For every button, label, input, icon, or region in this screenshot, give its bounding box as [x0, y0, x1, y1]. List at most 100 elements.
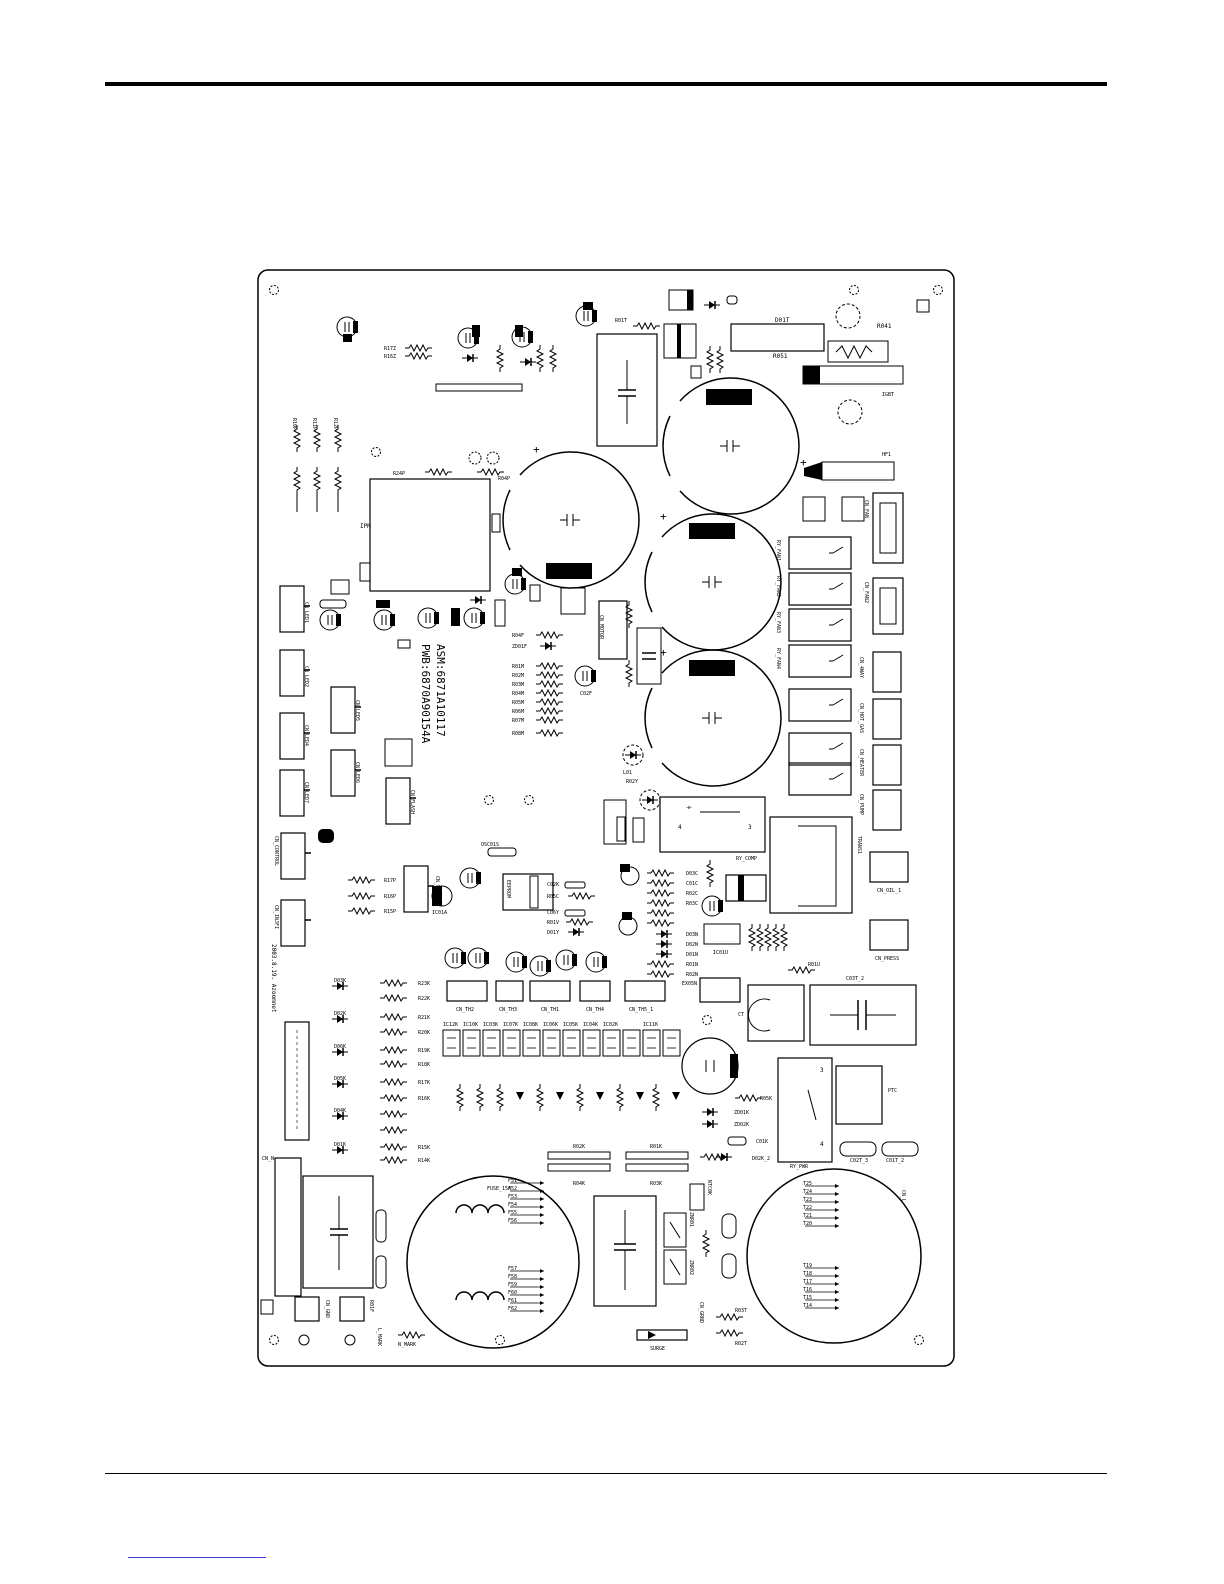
thermistor-connectors: [446, 980, 666, 1002]
label-osc01s: OSC01S: [481, 842, 499, 848]
label-cn-th4: CN_TH4: [586, 1007, 604, 1013]
label-trans1: TRANS1: [856, 836, 862, 854]
tap-label: F53: [508, 1194, 517, 1200]
label-led06: L01: [623, 770, 632, 776]
label-ptc: PTC: [888, 1088, 897, 1094]
label-igbt: R051: [773, 353, 788, 360]
label-r02k: R02K: [573, 1144, 585, 1150]
label-zd01k: ZD01K: [734, 1110, 749, 1116]
label-r11p: R11P: [311, 418, 317, 430]
tap-label: F60: [508, 1290, 517, 1296]
label-fuse: CN_N: [262, 1156, 274, 1162]
tap-arrow: [835, 1266, 839, 1270]
label-r01n: R01N: [686, 962, 698, 968]
label-r01t: R01T: [615, 318, 627, 324]
tap-arrow: [540, 1269, 544, 1273]
label-c02k: C02K: [547, 882, 559, 888]
date-label: 2003.8.19. Azoomnet: [270, 944, 277, 1013]
label-zd02k: ZD02K: [734, 1122, 749, 1128]
label-rfo1t: CN_L: [900, 1190, 906, 1202]
tap-arrow: [540, 1285, 544, 1289]
label-ntc0k: NTC0K: [706, 1180, 712, 1195]
tap-arrow: [540, 1309, 544, 1313]
label-ic05k: IC05K: [563, 1022, 578, 1028]
label-r17k: R17K: [418, 1080, 430, 1086]
tap-label: F52: [508, 1186, 517, 1192]
svg-text:3: 3: [748, 824, 752, 831]
tap-label: F54: [508, 1202, 517, 1208]
label-cn-oil1: CN_OIL_1: [877, 888, 901, 894]
label-cn-grnd: CN_GRND: [698, 1302, 704, 1323]
label-ic06k: IC06K: [543, 1022, 558, 1028]
svg-text:4: 4: [820, 1141, 824, 1148]
label-zd01f: ZD01F: [512, 644, 527, 650]
svg-text:⊣⊢: ⊣⊢: [686, 805, 692, 811]
label-c01c: C01C: [686, 881, 698, 887]
label-c01k: C01K: [756, 1139, 768, 1145]
label-cn-th2: CN_TH2: [456, 1007, 474, 1013]
label-r03c: R03C: [686, 901, 698, 907]
label-r02c: R02C: [686, 891, 698, 897]
tap-label: T23: [803, 1197, 812, 1203]
svg-text:+: +: [660, 510, 667, 523]
tap-arrow: [540, 1213, 544, 1217]
label-c06y: C06Y: [547, 910, 559, 916]
label-c02t: C02T_3: [850, 1158, 868, 1164]
label-r17p: R17P: [384, 878, 396, 884]
tap-arrow: [835, 1216, 839, 1220]
tap-arrow: [835, 1192, 839, 1196]
label-r23k: R23K: [418, 981, 430, 987]
label-cn-gnd: L_MARK: [376, 1328, 382, 1346]
label-ry-comp: RY_COMP: [736, 856, 757, 862]
label-r041: D01T: [775, 317, 790, 324]
label-r02t: R02T: [735, 1341, 747, 1347]
tap-label: T20: [803, 1221, 812, 1227]
label-r21k: R21K: [418, 1015, 430, 1021]
label-cn-led4: CN_LED4: [303, 725, 309, 746]
label-cn-injfi: CN_INJFI: [273, 905, 279, 929]
tap-arrow: [540, 1189, 544, 1193]
label-bd01t: HF1: [882, 452, 891, 458]
label-cn-th5: CN_TH5_1: [629, 1007, 653, 1013]
label-r18k: R18K: [418, 1062, 430, 1068]
label-r01v: R01V: [547, 920, 559, 926]
label-d01y: D01Y: [547, 930, 559, 936]
input-diode-ladder: [331, 979, 408, 1164]
label-cn-l: CN_GND: [324, 1300, 330, 1318]
label-ry-pwr: RY_PWR: [790, 1164, 809, 1170]
label-ry-fan2: RY_FAN2: [775, 576, 781, 597]
label-cn-led7: CN_LED7: [303, 782, 309, 803]
asm-label: ASM:6871A10117: [434, 644, 447, 737]
label-ic01u: IC01U: [713, 950, 728, 956]
svg-text:4: 4: [678, 824, 682, 831]
label-c02f: C02F: [580, 691, 592, 697]
label-r06m: R06M: [512, 709, 524, 715]
label-ic04k: IC04K: [583, 1022, 598, 1028]
label-d01n: D01N: [686, 952, 698, 958]
label-cn-hot-gas: CN_HOT_GAS: [858, 703, 864, 733]
label-eeprom: EEPROM: [505, 880, 511, 898]
tap-label: T22: [803, 1205, 812, 1211]
label-r05c: R05C: [547, 894, 559, 900]
label-c03t: C03T_2: [846, 976, 864, 982]
tap-arrow: [540, 1301, 544, 1305]
label-r01u: R01U: [808, 962, 820, 968]
label-r16z: R16Z: [384, 354, 396, 360]
label-d03k: D03K: [334, 978, 346, 984]
label-cn-heater: CN_HEATER: [858, 749, 864, 777]
tap-label: F61: [508, 1298, 517, 1304]
tap-label: T17: [803, 1279, 812, 1285]
label-ct: CT: [738, 1012, 744, 1018]
label-r24p: R24P: [393, 471, 405, 477]
footer-link-underline[interactable]: [128, 1557, 266, 1558]
label-cn-4way: CN_4WAY: [858, 657, 864, 678]
label-znr01: ZNR01: [688, 1212, 694, 1227]
ic-row: [442, 1029, 681, 1057]
label-d01k: D01K: [334, 1142, 346, 1148]
tap-arrow: [540, 1181, 544, 1185]
label-r02n: R02N: [686, 972, 698, 978]
label-ic12k: IC12K: [443, 1022, 458, 1028]
tap-arrow: [835, 1208, 839, 1212]
